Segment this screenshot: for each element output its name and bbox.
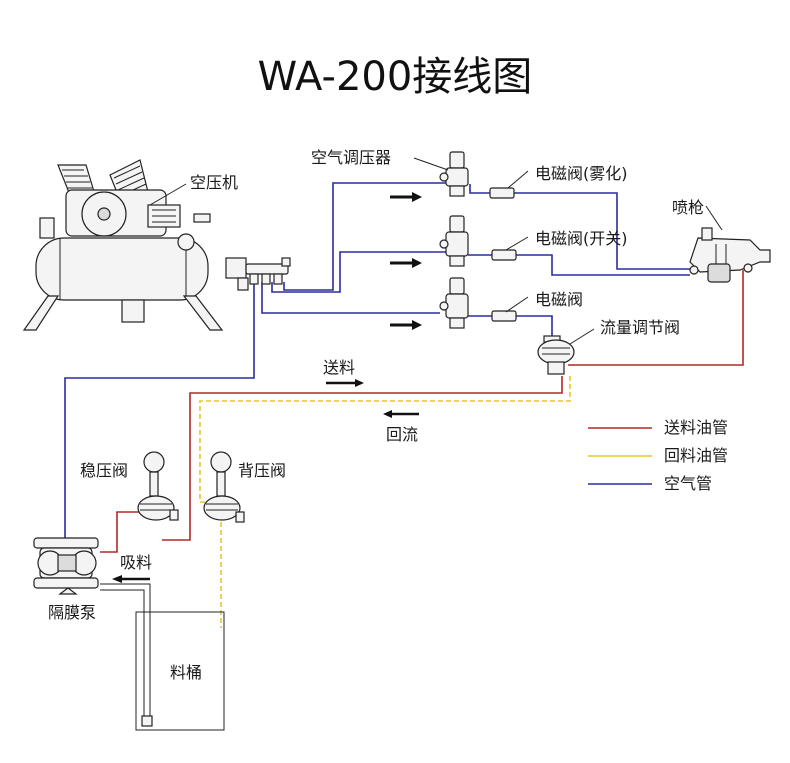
diaphragm-pump — [33, 537, 99, 595]
label-air-regulator: 空气调压器 — [311, 148, 391, 167]
label-diaphragm-pump: 隔膜泵 — [48, 603, 96, 622]
return-pipes — [199, 376, 571, 628]
air-pipes — [64, 182, 690, 548]
flow-arrows — [112, 192, 422, 583]
arrow-right-2 — [390, 258, 422, 268]
suction-filter — [141, 715, 153, 727]
label-valve-atomize: 电磁阀(雾化) — [535, 164, 628, 183]
leader-lines — [149, 157, 723, 345]
label-valve: 电磁阀 — [535, 290, 583, 309]
diagram-title: WA-200接线图 — [258, 54, 533, 100]
legend-item-air: 空气管 — [588, 474, 712, 493]
label-feed: 送料 — [323, 358, 355, 377]
air-compressor — [22, 159, 249, 331]
arrow-right-3 — [390, 320, 422, 330]
solenoid-valve — [491, 310, 517, 322]
air-regulator-2 — [439, 215, 469, 267]
suction-hose — [100, 583, 151, 716]
air-regulator-3 — [439, 277, 469, 329]
legend-label-feed: 送料油管 — [664, 418, 728, 437]
air-regulator-1 — [439, 151, 469, 197]
arrow-suction — [112, 575, 150, 583]
label-suction: 吸料 — [120, 553, 152, 572]
label-back-pressure-valve: 背压阀 — [238, 461, 286, 480]
feed-pipes — [100, 270, 744, 553]
label-flow-valve: 流量调节阀 — [600, 318, 680, 337]
back-pressure-valve — [203, 451, 245, 523]
label-valve-switch: 电磁阀(开关) — [535, 229, 628, 248]
label-compressor: 空压机 — [190, 173, 238, 192]
spray-gun — [689, 227, 771, 283]
solenoid-valve-atomize — [489, 187, 515, 199]
arrow-feed — [326, 379, 364, 387]
label-spray-gun: 喷枪 — [672, 198, 704, 217]
air-manifold — [245, 257, 291, 285]
label-stabilizer-valve: 稳压阀 — [80, 461, 128, 480]
legend-label-air: 空气管 — [664, 474, 712, 493]
legend: 送料油管 回料油管 空气管 — [588, 418, 728, 493]
label-return: 回流 — [386, 425, 418, 444]
legend-item-feed: 送料油管 — [588, 418, 728, 437]
material-bucket — [135, 611, 225, 731]
legend-item-return: 回料油管 — [588, 446, 728, 465]
solenoid-valve-switch — [491, 249, 517, 261]
arrow-right-1 — [390, 192, 422, 202]
pressure-stabilizer-valve — [137, 451, 179, 521]
arrow-return — [383, 410, 419, 418]
legend-label-return: 回料油管 — [664, 446, 728, 465]
label-bucket: 料桶 — [170, 663, 202, 682]
flow-control-valve — [537, 335, 575, 375]
